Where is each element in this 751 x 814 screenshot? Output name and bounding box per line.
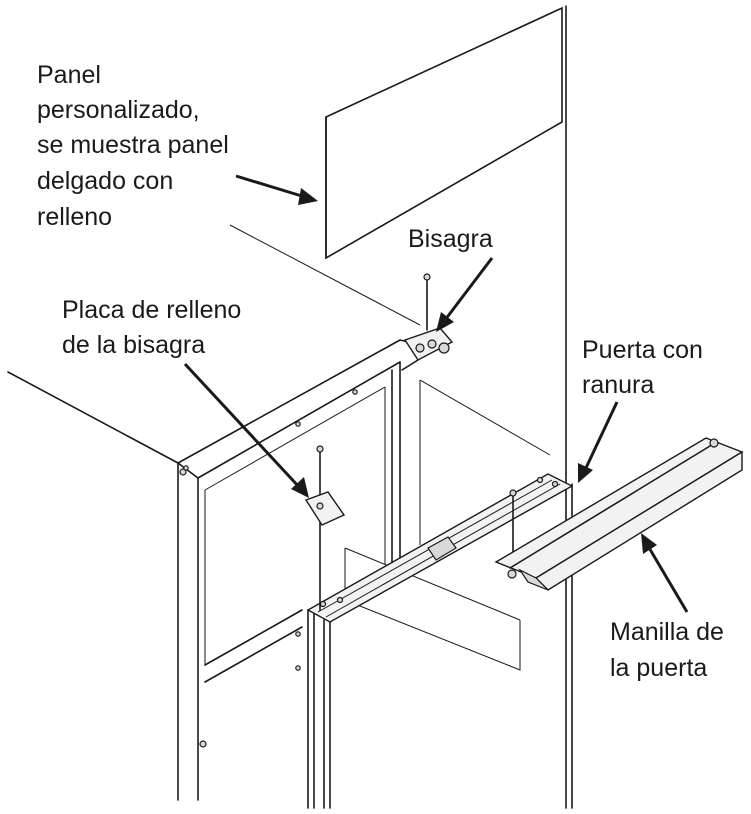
slotted-door xyxy=(306,473,574,809)
cabinet xyxy=(7,339,421,801)
door-handle xyxy=(494,437,744,591)
guide-line xyxy=(229,224,421,326)
label-slotted-door: Puerta con ranura xyxy=(582,336,710,399)
label-hinge: Bisagra xyxy=(408,225,493,253)
hinge-shim-plate xyxy=(304,445,346,611)
leader-arrows xyxy=(183,174,689,613)
handle-screw xyxy=(509,489,517,561)
label-hinge-shim: Placa de relleno de la bisagra xyxy=(62,296,248,359)
label-custom-panel: Panel personalizado, se muestra panel de… xyxy=(37,61,236,231)
door-back-panel xyxy=(344,379,551,671)
label-door-handle: Manilla de la puerta xyxy=(610,618,731,682)
custom-panel xyxy=(325,5,573,809)
hinge xyxy=(401,273,454,371)
